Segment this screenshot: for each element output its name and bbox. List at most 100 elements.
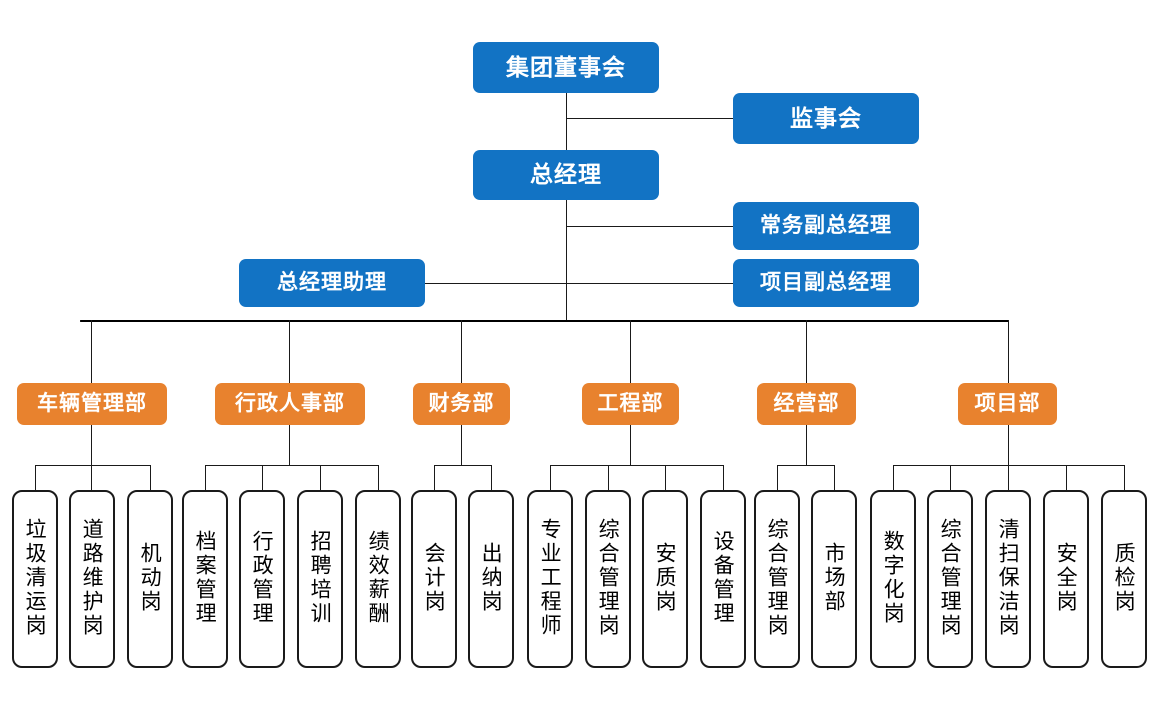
leaf-label: 清扫保洁岗 — [996, 518, 1021, 638]
department-label: 车辆管理部 — [37, 392, 147, 416]
connector-dept2-bar — [205, 465, 378, 466]
leaf-position-digitalization[interactable]: 数字化岗 — [870, 490, 916, 668]
connector-dept6-leaf-1 — [893, 465, 894, 490]
connector-dept4-leaf-4 — [723, 465, 724, 490]
connector-dept6-leaf-2 — [950, 465, 951, 490]
leaf-position-administrative-management[interactable]: 行政管理 — [239, 490, 285, 668]
leaf-label: 垃圾清运岗 — [23, 518, 48, 638]
leaf-position-accounting[interactable]: 会计岗 — [411, 490, 457, 668]
connector-spine-to-gm-assistant — [425, 283, 566, 284]
node-supervisory-label: 监事会 — [790, 104, 862, 131]
department-label: 财务部 — [428, 392, 495, 416]
connector-drop-dept-2 — [289, 320, 290, 383]
leaf-label: 专业工程师 — [538, 518, 563, 638]
leaf-position-safety[interactable]: 安全岗 — [1043, 490, 1089, 668]
connector-spine-to-executive-deputy — [566, 226, 733, 227]
connector-dept4-stem — [630, 425, 631, 465]
leaf-position-equipment-management[interactable]: 设备管理 — [700, 490, 746, 668]
node-project-deputy-gm[interactable]: 项目副总经理 — [733, 259, 919, 307]
leaf-label: 道路维护岗 — [80, 518, 105, 638]
node-gm-label: 总经理 — [530, 161, 602, 188]
leaf-position-archive-management[interactable]: 档案管理 — [182, 490, 228, 668]
connector-dept3-leaf-2 — [491, 465, 492, 490]
connector-drop-dept-6 — [1008, 320, 1009, 383]
leaf-position-performance-compensation[interactable]: 绩效薪酬 — [355, 490, 401, 668]
connector-dept5-stem — [806, 425, 807, 465]
connector-dept3-stem — [461, 425, 462, 465]
connector-dept3-bar — [434, 465, 491, 466]
leaf-position-marketing[interactable]: 市场部 — [811, 490, 857, 668]
node-general-manager[interactable]: 总经理 — [473, 150, 659, 200]
leaf-label: 设备管理 — [711, 530, 736, 626]
leaf-position-quality-inspection[interactable]: 质检岗 — [1101, 490, 1147, 668]
connector-dept2-leaf-1 — [205, 465, 206, 490]
connector-drop-dept-3 — [461, 320, 462, 383]
node-department-operations[interactable]: 经营部 — [757, 383, 856, 425]
connector-dept4-bar — [550, 465, 723, 466]
connector-drop-dept-4 — [630, 320, 631, 383]
leaf-label: 综合管理岗 — [938, 518, 963, 638]
connector-gm-down-spine — [566, 199, 567, 321]
node-gm-assistant[interactable]: 总经理助理 — [239, 259, 425, 307]
node-department-engineering[interactable]: 工程部 — [582, 383, 679, 425]
leaf-position-operations-general-management[interactable]: 综合管理岗 — [754, 490, 800, 668]
leaf-label: 市场部 — [822, 542, 847, 614]
connector-dept2-leaf-4 — [378, 465, 379, 490]
connector-dept1-bar — [35, 465, 150, 466]
connector-dept5-leaf-2 — [834, 465, 835, 490]
leaf-label: 机动岗 — [138, 542, 163, 614]
node-board-of-directors[interactable]: 集团董事会 — [473, 42, 659, 93]
leaf-label: 会计岗 — [422, 542, 447, 614]
leaf-position-safety-quality[interactable]: 安质岗 — [642, 490, 688, 668]
leaf-label: 安质岗 — [653, 542, 678, 614]
connector-dept6-leaf-5 — [1124, 465, 1125, 490]
leaf-position-garbage-transport[interactable]: 垃圾清运岗 — [12, 490, 58, 668]
connector-dept4-leaf-1 — [550, 465, 551, 490]
connector-drop-dept-5 — [806, 320, 807, 383]
connector-spine-to-project-deputy — [566, 283, 733, 284]
leaf-position-mobile-duty[interactable]: 机动岗 — [127, 490, 173, 668]
leaf-position-cashier[interactable]: 出纳岗 — [468, 490, 514, 668]
leaf-position-cleaning-sanitation[interactable]: 清扫保洁岗 — [985, 490, 1031, 668]
node-executive-deputy-gm[interactable]: 常务副总经理 — [733, 202, 919, 250]
connector-gm-spine-to-supervisory — [566, 118, 733, 119]
connector-dept6-leaf-3 — [1008, 465, 1009, 490]
node-department-admin-hr[interactable]: 行政人事部 — [215, 383, 365, 425]
leaf-label: 综合管理岗 — [765, 518, 790, 638]
node-department-project[interactable]: 项目部 — [958, 383, 1057, 425]
node-gm-assistant-label: 总经理助理 — [277, 271, 387, 295]
leaf-label: 绩效薪酬 — [366, 530, 391, 626]
leaf-position-engineering-general-management[interactable]: 综合管理岗 — [585, 490, 631, 668]
leaf-position-recruitment-training[interactable]: 招聘培训 — [297, 490, 343, 668]
leaf-label: 质检岗 — [1112, 542, 1137, 614]
leaf-label: 综合管理岗 — [596, 518, 621, 638]
leaf-position-road-maintenance[interactable]: 道路维护岗 — [69, 490, 115, 668]
leaf-label: 安全岗 — [1054, 542, 1079, 614]
leaf-position-project-general-management[interactable]: 综合管理岗 — [927, 490, 973, 668]
connector-dept5-leaf-1 — [777, 465, 778, 490]
node-executive-deputy-label: 常务副总经理 — [760, 214, 892, 238]
node-board-label: 集团董事会 — [506, 53, 626, 80]
connector-dept6-leaf-4 — [1066, 465, 1067, 490]
department-label: 行政人事部 — [235, 392, 345, 416]
connector-dept2-leaf-2 — [262, 465, 263, 490]
connector-dept4-leaf-2 — [608, 465, 609, 490]
leaf-label: 数字化岗 — [881, 530, 906, 626]
leaf-position-professional-engineer[interactable]: 专业工程师 — [527, 490, 573, 668]
connector-dept6-stem — [1008, 425, 1009, 465]
connector-dept4-leaf-3 — [665, 465, 666, 490]
connector-dept1-stem — [91, 425, 92, 465]
node-project-deputy-label: 项目副总经理 — [760, 271, 892, 295]
node-department-vehicle-management[interactable]: 车辆管理部 — [17, 383, 167, 425]
node-department-finance[interactable]: 财务部 — [413, 383, 510, 425]
leaf-label: 招聘培训 — [308, 530, 333, 626]
connector-dept5-bar — [777, 465, 834, 466]
department-label: 项目部 — [974, 392, 1041, 416]
connector-dept1-leaf-2 — [91, 465, 92, 490]
connector-dept2-stem — [289, 425, 290, 465]
leaf-label: 出纳岗 — [479, 542, 504, 614]
department-label: 经营部 — [773, 392, 840, 416]
leaf-label: 档案管理 — [193, 530, 218, 626]
node-supervisory-board[interactable]: 监事会 — [733, 93, 919, 144]
